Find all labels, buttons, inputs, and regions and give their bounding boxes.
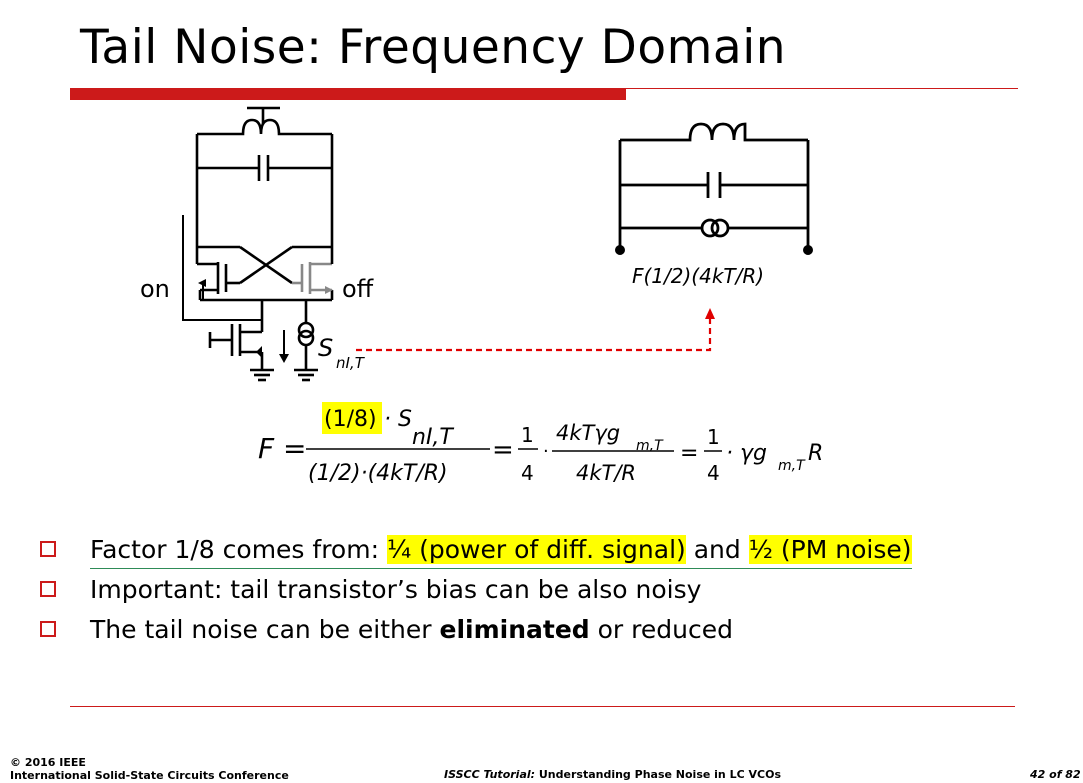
bullet-square-icon — [40, 581, 56, 597]
bullet-text: The tail noise can be either eliminated … — [90, 615, 733, 644]
highlight-diff-signal: ¼ (power of diff. signal) — [386, 535, 686, 564]
on-label: on — [140, 275, 170, 303]
frac4-den: 4 — [707, 461, 720, 485]
bullet-text: Important: tail transistor’s bias can be… — [90, 575, 702, 604]
equation-eq2: = — [680, 441, 698, 466]
frac2-num: 1 — [521, 423, 534, 447]
slide-title: Tail Noise: Frequency Domain — [80, 20, 787, 75]
noise-transfer-arrow — [356, 318, 712, 352]
equation-dot: · — [543, 441, 549, 462]
off-label: off — [342, 275, 374, 303]
frac4-num: 1 — [707, 425, 720, 449]
equation-num-s: · S — [384, 407, 412, 432]
title-underline-bar — [70, 88, 626, 100]
noise-factor-equation: F = (1/8) · S nI,T (1/2)·(4kT/R) = 1 4 ·… — [258, 402, 823, 486]
highlight-pm-noise: ½ (PM noise) — [748, 535, 912, 564]
frac3-num: 4kTγg — [556, 421, 620, 445]
equation-tail: · γg — [726, 441, 767, 466]
equation-num-sub: nI,T — [412, 425, 454, 450]
equation-den: (1/2)·(4kT/R) — [308, 461, 448, 486]
bullet-text: Factor 1/8 comes from: ¼ (power of diff.… — [90, 532, 912, 569]
frac3-den: 4kT/R — [576, 461, 636, 485]
noise-source-label: S — [318, 334, 333, 362]
bullet-square-icon — [40, 621, 56, 637]
inductor-symbol — [197, 118, 332, 136]
equation-lhs: F = — [258, 432, 306, 465]
page-number: 42 of 82 — [1030, 768, 1081, 781]
frac3-num-sub: m,T — [636, 438, 664, 454]
lc-tank — [618, 122, 810, 248]
footer-divider — [70, 706, 1015, 707]
title-underline-thin — [626, 88, 1018, 89]
equation-tail-r: R — [808, 441, 823, 466]
frac2-den: 4 — [521, 461, 534, 485]
highlight-one-eighth — [322, 402, 382, 434]
equation-tail-sub: m,T — [778, 458, 806, 474]
tank-inductor-symbol — [620, 122, 808, 142]
tank-noise-label: F(1/2)(4kT/R) — [632, 264, 764, 288]
noise-source-subscript: nI,T — [336, 354, 366, 372]
footer-tutorial: ISSCC Tutorial: Understanding Phase Nois… — [444, 768, 781, 781]
equation-eq1: = — [492, 435, 514, 465]
equation-one-eighth: (1/8) — [324, 407, 377, 432]
footer-copyright: © 2016 IEEE International Solid-State Ci… — [10, 756, 289, 782]
bullet-square-icon — [40, 541, 56, 557]
circuit-figure: on off S nI,T F(1/2)(4kT/R) F = (1/8) · … — [140, 106, 823, 486]
vco-circuit — [182, 106, 334, 382]
